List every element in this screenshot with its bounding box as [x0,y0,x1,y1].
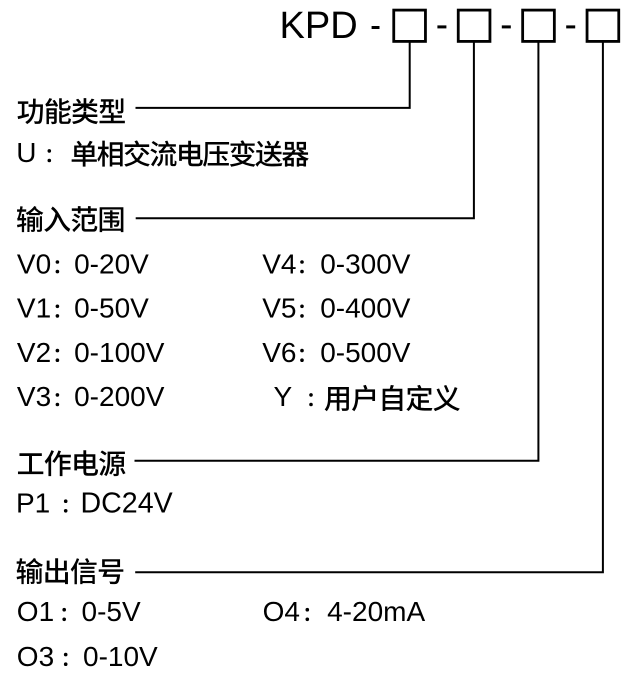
svg-text:V5: V5 [262,293,296,324]
svg-text:DC24V: DC24V [81,488,173,520]
svg-text:V4: V4 [262,248,296,279]
svg-text:V0: V0 [17,248,51,279]
svg-text:V1: V1 [17,293,51,324]
svg-text:0-100V: 0-100V [74,337,165,368]
svg-text:4-20mA: 4-20mA [327,596,425,627]
svg-text:P1: P1 [16,488,50,519]
svg-text:0-10V: 0-10V [83,641,158,672]
svg-text:0-5V: 0-5V [82,596,141,627]
svg-text:V6: V6 [262,337,296,368]
svg-text:KPD: KPD [280,5,358,47]
svg-text:O1: O1 [17,596,54,627]
svg-text:0-300V: 0-300V [320,248,411,279]
svg-text:0-50V: 0-50V [74,293,149,324]
svg-text:U: U [16,137,36,168]
svg-text:O3: O3 [17,641,54,672]
svg-text:0-200V: 0-200V [74,381,165,412]
svg-text:O4: O4 [263,596,300,627]
svg-text:0-500V: 0-500V [320,337,411,368]
svg-text:Y: Y [274,381,293,412]
svg-text:0-20V: 0-20V [74,248,149,279]
svg-text:V3: V3 [17,381,51,412]
svg-text:0-400V: 0-400V [320,293,411,324]
svg-text:V2: V2 [17,337,51,368]
